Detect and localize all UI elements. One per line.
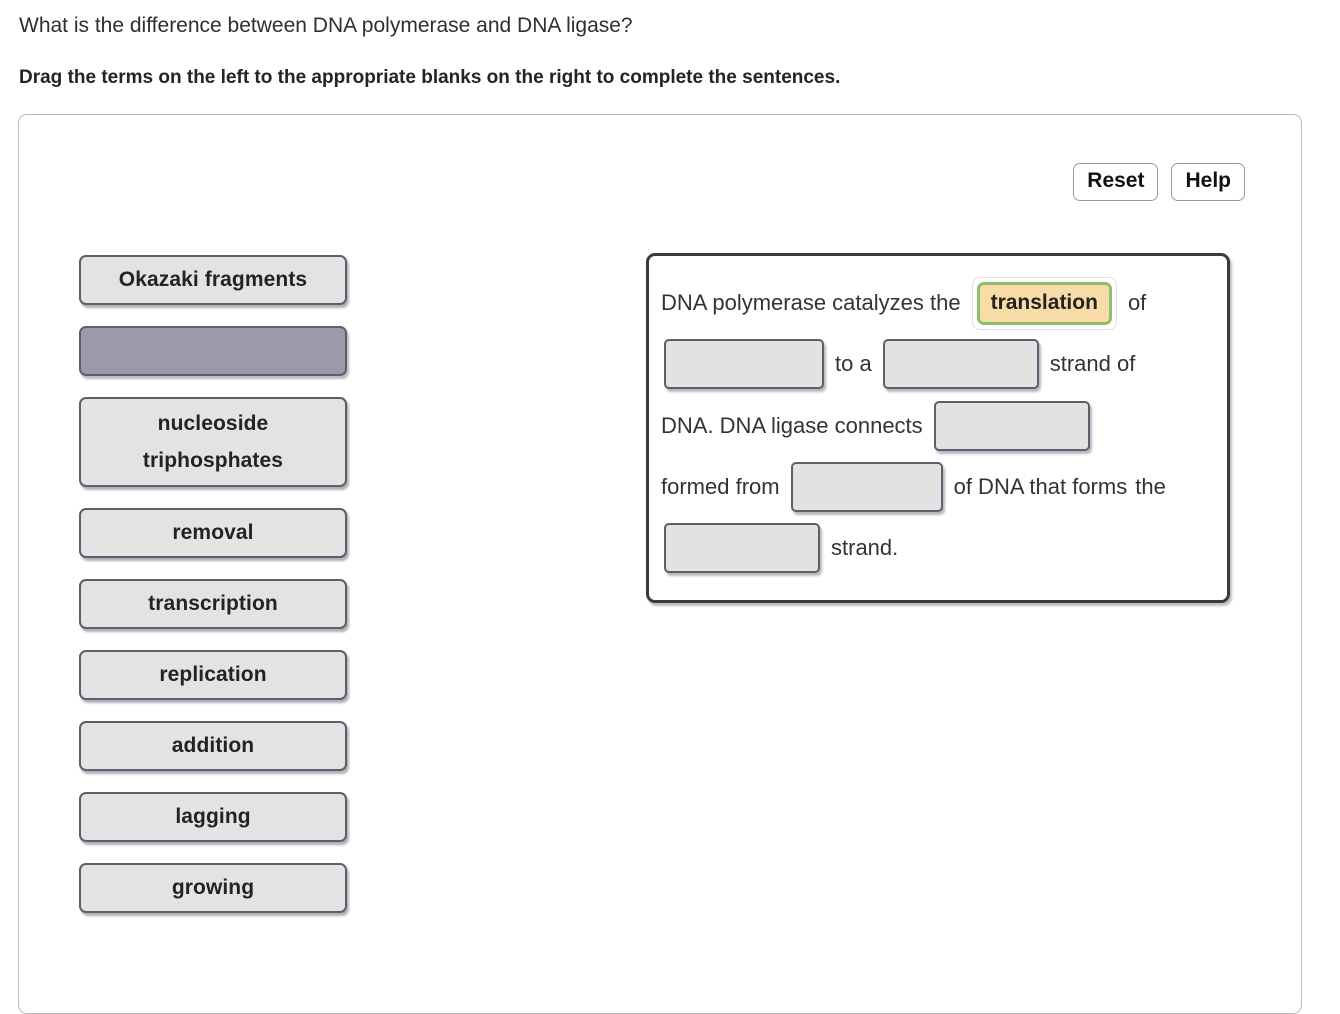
term-tile-label-line2: triphosphates (142, 449, 284, 472)
term-tile-label-line1: nucleoside (157, 411, 269, 435)
term-tile-label: lagging (175, 805, 251, 828)
sentence-segment-3: to a (835, 351, 872, 377)
term-tile-replication[interactable]: replication (79, 650, 347, 700)
sentence-segment-8: the (1135, 473, 1166, 499)
term-tile-okazaki-fragments[interactable]: Okazaki fragments (79, 255, 347, 305)
sentence-segment-1: DNA polymerase catalyzes the (661, 290, 961, 316)
term-tile-placed[interactable] (79, 326, 347, 376)
instruction-text: Drag the terms on the left to the approp… (19, 67, 841, 88)
term-tile-label: replication (159, 663, 267, 686)
answer-slot-3[interactable] (882, 339, 1039, 390)
term-tile-removal[interactable]: removal (79, 508, 347, 558)
term-tile-label: growing (171, 876, 255, 899)
term-tile-addition[interactable]: addition (79, 721, 347, 771)
answer-slot-4[interactable] (933, 400, 1090, 451)
answer-slot-5[interactable] (790, 461, 943, 512)
answer-chip-translation[interactable]: translation (976, 281, 1112, 325)
answer-slot-6[interactable] (664, 522, 820, 573)
term-tile-label: nucleoside triphosphates (143, 405, 283, 480)
toolbar: Reset Help (1073, 163, 1245, 201)
sentence-segment-6: formed from (661, 473, 780, 499)
term-tile-growing[interactable]: growing (79, 863, 347, 913)
term-tile-label: transcription (148, 592, 278, 615)
sentence-segment-5: DNA. DNA ligase connects (661, 412, 923, 438)
term-tile-transcription[interactable]: transcription (79, 579, 347, 629)
sentence-segment-4: strand of (1049, 351, 1136, 377)
term-tile-label: Okazaki fragments (118, 268, 308, 291)
question-text: What is the difference between DNA polym… (19, 14, 633, 37)
sentence-segment-7: of DNA that forms (953, 473, 1128, 499)
reset-button[interactable]: Reset (1073, 163, 1159, 201)
term-bank: Okazaki fragments nucleoside triphosphat… (79, 255, 349, 934)
term-tile-lagging[interactable]: lagging (79, 792, 347, 842)
answer-slot-2[interactable] (664, 339, 824, 390)
help-button[interactable]: Help (1171, 163, 1245, 201)
sentence-text: DNA polymerase catalyzes the translation o… (657, 272, 1213, 578)
term-tile-label: addition (171, 734, 255, 757)
sentence-segment-2: of (1127, 290, 1147, 316)
term-tile-label: removal (172, 521, 254, 544)
sentence-panel: DNA polymerase catalyzes the translation o… (646, 253, 1230, 603)
answer-slot-1[interactable]: translation (971, 276, 1117, 330)
term-tile-nucleoside-triphosphates[interactable]: nucleoside triphosphates (79, 397, 347, 487)
sentence-segment-9: strand. (831, 534, 899, 560)
exercise-container: Reset Help Okazaki fragments nucleoside … (18, 114, 1302, 1014)
